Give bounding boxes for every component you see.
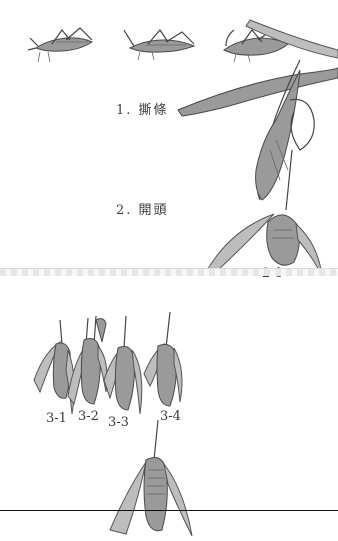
figure-3-3-label: 3-3 (108, 416, 129, 430)
horizontal-rule (0, 510, 338, 511)
step-3-4-illustration (144, 312, 182, 406)
step-3-1-illustration (34, 320, 74, 414)
figure-3-4-label: 3-4 (160, 410, 181, 424)
step-3-2-illustration (68, 316, 107, 404)
figure-3-2-label: 3-2 (78, 410, 99, 424)
step-2-label: 2. 開頭 (116, 204, 169, 218)
step-4-illustration (110, 420, 192, 536)
step-1-label: 1. 撕條 (116, 104, 169, 118)
grasshopper-illustration-2 (124, 30, 194, 60)
figure-3-1-label: 3-1 (46, 412, 67, 426)
step-3-3-illustration (104, 316, 142, 414)
torn-paper-edge (0, 268, 338, 276)
grasshopper-illustration-1 (28, 28, 92, 62)
